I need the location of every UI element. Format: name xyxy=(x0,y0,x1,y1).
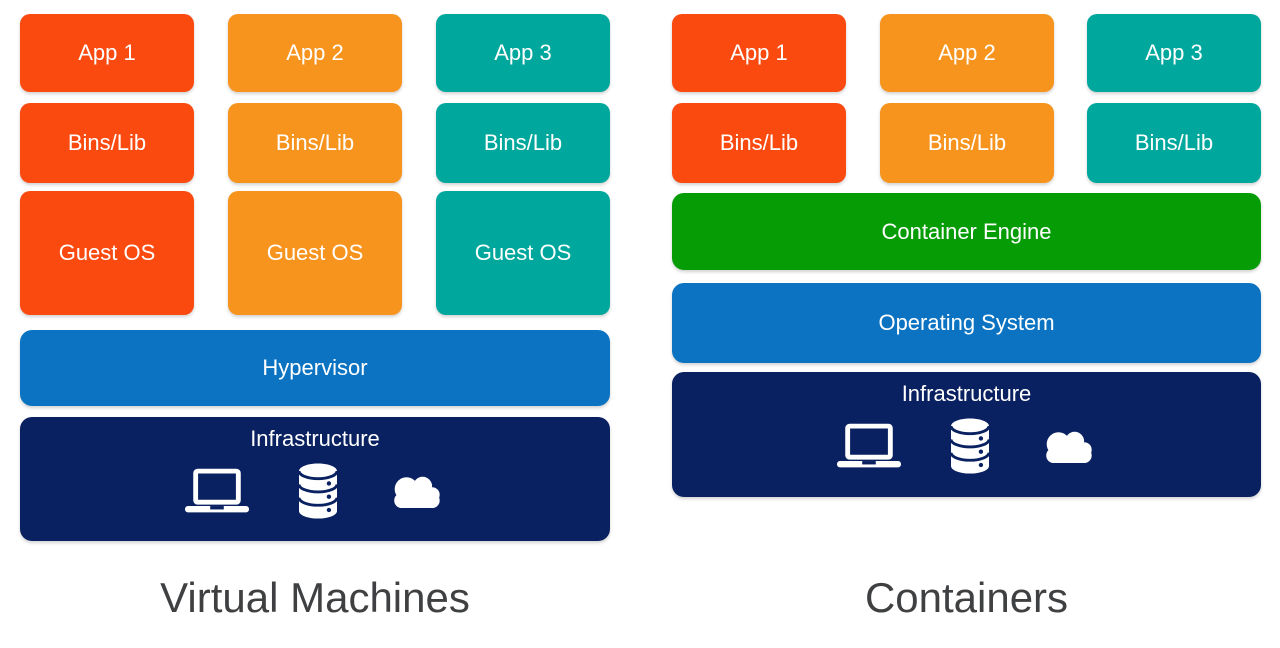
ct-infrastructure-bar: Infrastructure xyxy=(672,372,1261,497)
vm-app3-box: App 3 xyxy=(436,14,610,92)
vm-binslib3-box: Bins/Lib xyxy=(436,103,610,183)
vm-app1-box: App 1 xyxy=(20,14,194,92)
ct-binslib1-box: Bins/Lib xyxy=(672,103,846,183)
database-icon xyxy=(950,418,989,474)
laptop-icon xyxy=(836,423,901,470)
ct-app2-box: App 2 xyxy=(880,14,1054,92)
vm-binslib2-box: Bins/Lib xyxy=(228,103,402,183)
vm-infrastructure-icons xyxy=(185,463,445,519)
vm-binslib1-box: Bins/Lib xyxy=(20,103,194,183)
vm-guestos1-box: Guest OS xyxy=(20,191,194,315)
ct-binslib2-box: Bins/Lib xyxy=(880,103,1054,183)
cloud-icon xyxy=(387,473,445,509)
laptop-icon xyxy=(185,468,249,515)
operating-system-bar: Operating System xyxy=(672,283,1261,363)
vm-guestos3-box: Guest OS xyxy=(436,191,610,315)
ct-infrastructure-icons xyxy=(836,418,1097,474)
containers-title: Containers xyxy=(864,574,1069,621)
virtual-machines-title: Virtual Machines xyxy=(160,574,470,621)
ct-binslib3-box: Bins/Lib xyxy=(1087,103,1261,183)
vm-infrastructure-bar: Infrastructure xyxy=(20,417,610,541)
vm-guestos2-box: Guest OS xyxy=(228,191,402,315)
ct-app3-box: App 3 xyxy=(1087,14,1261,92)
vm-infrastructure-label: Infrastructure xyxy=(250,426,380,451)
ct-app1-box: App 1 xyxy=(672,14,846,92)
database-icon xyxy=(299,463,337,519)
ct-infrastructure-label: Infrastructure xyxy=(901,381,1032,406)
vm-app2-box: App 2 xyxy=(228,14,402,92)
container-engine-bar: Container Engine xyxy=(672,193,1261,270)
cloud-icon xyxy=(1039,428,1097,464)
hypervisor-bar: Hypervisor xyxy=(20,330,610,406)
